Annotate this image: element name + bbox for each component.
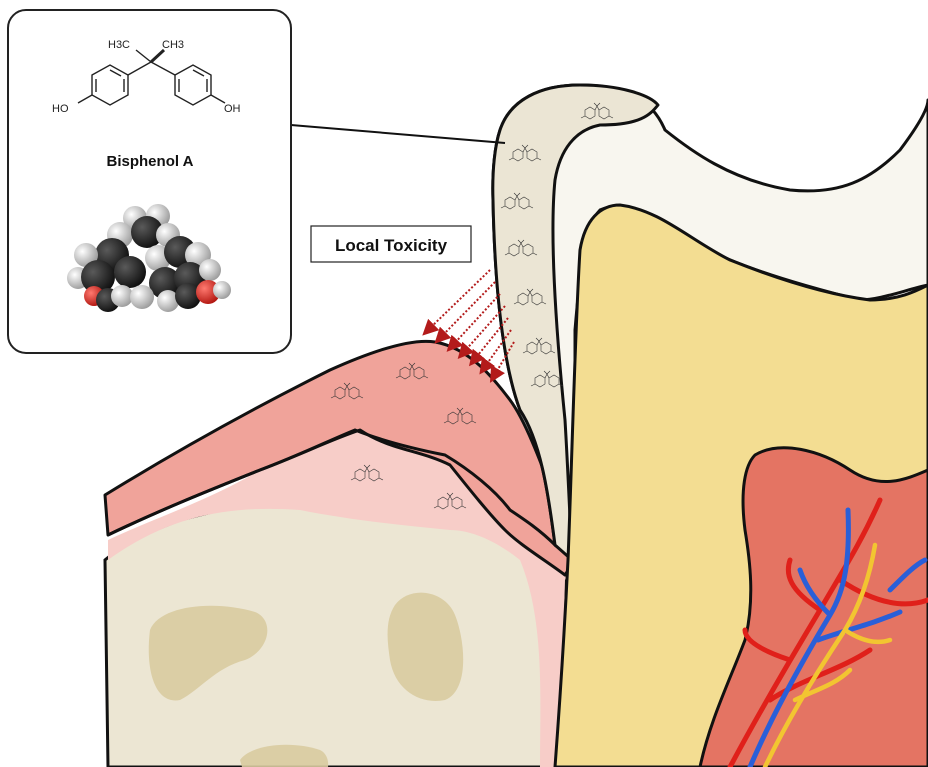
inset-connector-line bbox=[291, 125, 505, 143]
molecule-name: Bisphenol A bbox=[107, 153, 194, 170]
hydroxyl-left-label: HO bbox=[52, 103, 69, 115]
local-toxicity-callout: Local Toxicity bbox=[311, 226, 471, 262]
hydroxyl-right-label: OH bbox=[224, 103, 241, 115]
methyl-left-label: H3C bbox=[108, 39, 130, 51]
bpa-inset-panel: H3C CH3 HO OH Bisphenol A bbox=[8, 10, 291, 353]
methyl-right-label: CH3 bbox=[162, 39, 184, 51]
local-toxicity-label: Local Toxicity bbox=[335, 236, 448, 255]
